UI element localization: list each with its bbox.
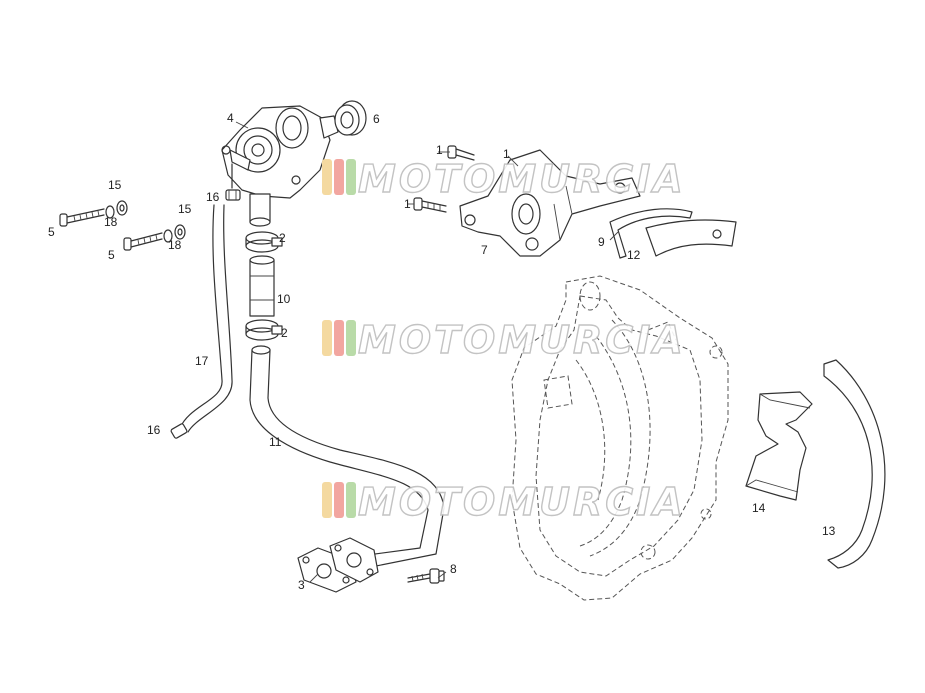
part-label-5: 5	[108, 248, 115, 262]
part-label-4: 4	[227, 111, 234, 125]
water-pump	[221, 105, 339, 227]
screw-5-upper	[59, 200, 128, 227]
hose-17	[179, 204, 233, 433]
watermark-2: MOTOMURCIA	[322, 317, 686, 363]
part-label-11: 11	[269, 435, 282, 449]
part-label-5: 5	[48, 225, 55, 239]
part-13	[823, 359, 886, 569]
seal-ring	[334, 100, 367, 136]
part-label-6: 6	[373, 112, 380, 126]
flange-gasket	[297, 537, 379, 593]
part-label-13: 13	[822, 524, 836, 538]
watermark-stripe-2	[334, 159, 344, 195]
part-label-8: 8	[450, 562, 457, 576]
watermark-1: MOTOMURCIA	[322, 156, 686, 202]
watermark-stripe-2	[334, 482, 344, 518]
part-label-1: 1	[436, 143, 443, 157]
part-label-1: 1	[404, 197, 411, 211]
part-label-1: 1	[503, 147, 510, 161]
bolt-1-a	[447, 145, 475, 161]
part-label-17: 17	[195, 354, 209, 368]
part-label-15: 15	[108, 178, 122, 192]
part-label-9: 9	[598, 235, 605, 249]
part-label-18: 18	[104, 215, 118, 229]
part-label-18: 18	[168, 238, 182, 252]
crankcase-outline	[511, 275, 729, 601]
clamp-bottom	[170, 423, 188, 439]
part-14	[745, 391, 813, 501]
clamp-top	[225, 189, 241, 201]
watermark-text: MOTOMURCIA	[358, 318, 686, 362]
part-label-2: 2	[279, 231, 286, 245]
part-label-3: 3	[298, 578, 305, 592]
watermark-text: MOTOMURCIA	[358, 480, 686, 524]
part-label-14: 14	[752, 501, 766, 515]
pipe-11	[249, 345, 445, 569]
watermark-stripe-3	[346, 482, 356, 518]
watermark-stripe-3	[346, 320, 356, 356]
part-label-16: 16	[206, 190, 220, 204]
watermark-text: MOTOMURCIA	[358, 157, 686, 201]
part-label-15: 15	[178, 202, 192, 216]
watermark-stripe-1	[322, 159, 332, 195]
watermark-stripe-1	[322, 320, 332, 356]
clamp-2-lower	[245, 319, 283, 341]
screw-5-lower	[123, 224, 186, 251]
part-label-10: 10	[277, 292, 291, 306]
watermark-stripe-1	[322, 482, 332, 518]
bracket-7	[459, 149, 641, 257]
leader-lines	[235, 121, 619, 583]
part-labels: 4 6 1 1 1 15 18 5 16 15 18 5 2 10 2 17 1…	[48, 111, 836, 592]
part-label-16: 16	[147, 423, 161, 437]
watermark-stripe-3	[346, 159, 356, 195]
part-label-2: 2	[281, 326, 288, 340]
lining-12	[645, 219, 737, 257]
screw-8	[407, 568, 445, 584]
part-label-12: 12	[627, 248, 641, 262]
clamp-2-upper	[245, 231, 283, 253]
sleeve-10	[249, 255, 275, 317]
shoe-9	[609, 208, 693, 259]
watermark-3: MOTOMURCIA	[322, 479, 686, 525]
watermark-stripe-2	[334, 320, 344, 356]
part-label-7: 7	[481, 243, 488, 257]
